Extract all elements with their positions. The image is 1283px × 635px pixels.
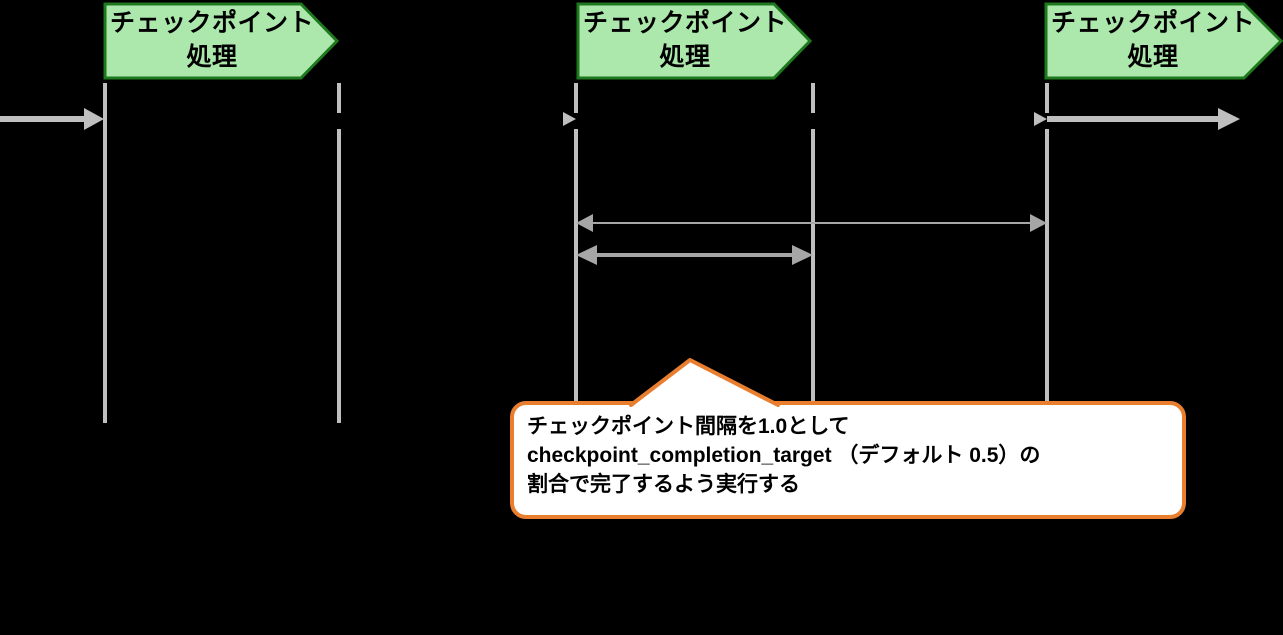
lifeline-3-bottom [574, 129, 578, 423]
callout-text: チェックポイント間隔を1.0として checkpoint_completion_… [527, 412, 1172, 499]
banner-label-line2: 処理 [1127, 43, 1179, 71]
lifeline-5-top [1045, 83, 1049, 113]
callout-shape [510, 358, 1186, 519]
banner-arrow-shape [103, 2, 339, 80]
lifeline-2-bottom [337, 129, 341, 423]
timeline-arrowhead-left-icon [84, 108, 104, 130]
callout-line-3: 割合で完了するよう実行する [527, 473, 800, 496]
timeline-arrowhead-right-icon [1218, 108, 1240, 130]
banner-label-line2: 処理 [659, 43, 711, 71]
lifeline-5-bottom [1045, 129, 1049, 423]
lifeline-1 [103, 83, 107, 423]
interval-arrowhead-left-icon [576, 214, 593, 232]
banner-label: チェックポイント 処理 [1044, 6, 1262, 74]
banner-label-line1: チェックポイント [582, 9, 787, 37]
callout-line-1: チェックポイント間隔を1.0として [527, 415, 850, 438]
lifeline-4-bottom [811, 129, 815, 423]
banner-label-line1: チェックポイント [1050, 9, 1255, 37]
banner-label: チェックポイント 処理 [103, 6, 321, 74]
checkpoint-banner-1: チェックポイント 処理 [103, 2, 339, 80]
banner-label-line1: チェックポイント [109, 9, 314, 37]
checkpoint-banner-3: チェックポイント 処理 [1044, 2, 1283, 80]
lifeline-2-top [337, 83, 341, 113]
callout-line-2: checkpoint_completion_target （デフォルト 0.5）… [527, 444, 1041, 467]
checkpoint-banner-2: チェックポイント 処理 [576, 2, 812, 80]
callout-box [510, 401, 1186, 519]
banner-label: チェックポイント 処理 [576, 6, 794, 74]
timeline-shaft-right [1047, 116, 1219, 122]
banner-arrow-shape [1044, 2, 1283, 80]
callout-pointer-edge [629, 358, 780, 407]
lifeline-3-top [574, 83, 578, 113]
banner-label-line2: 処理 [186, 43, 238, 71]
banner-pentagon-icon [103, 2, 339, 80]
timeline-arrowhead-mid-icon [563, 112, 576, 126]
timeline-arrowhead-mid2-icon [1034, 112, 1047, 126]
interval-arrowhead-right-icon [1030, 214, 1047, 232]
callout-pointer [631, 360, 778, 406]
lifeline-4-top [811, 83, 815, 113]
banner-pentagon-icon [576, 2, 812, 80]
banner-pentagon-icon [1044, 2, 1283, 80]
target-arrowhead-left-icon [576, 245, 597, 265]
banner-arrow-shape [576, 2, 812, 80]
callout-bubble: チェックポイント間隔を1.0として checkpoint_completion_… [505, 353, 1195, 525]
target-arrowhead-right-icon [792, 245, 813, 265]
timeline-shaft-left [0, 116, 85, 122]
